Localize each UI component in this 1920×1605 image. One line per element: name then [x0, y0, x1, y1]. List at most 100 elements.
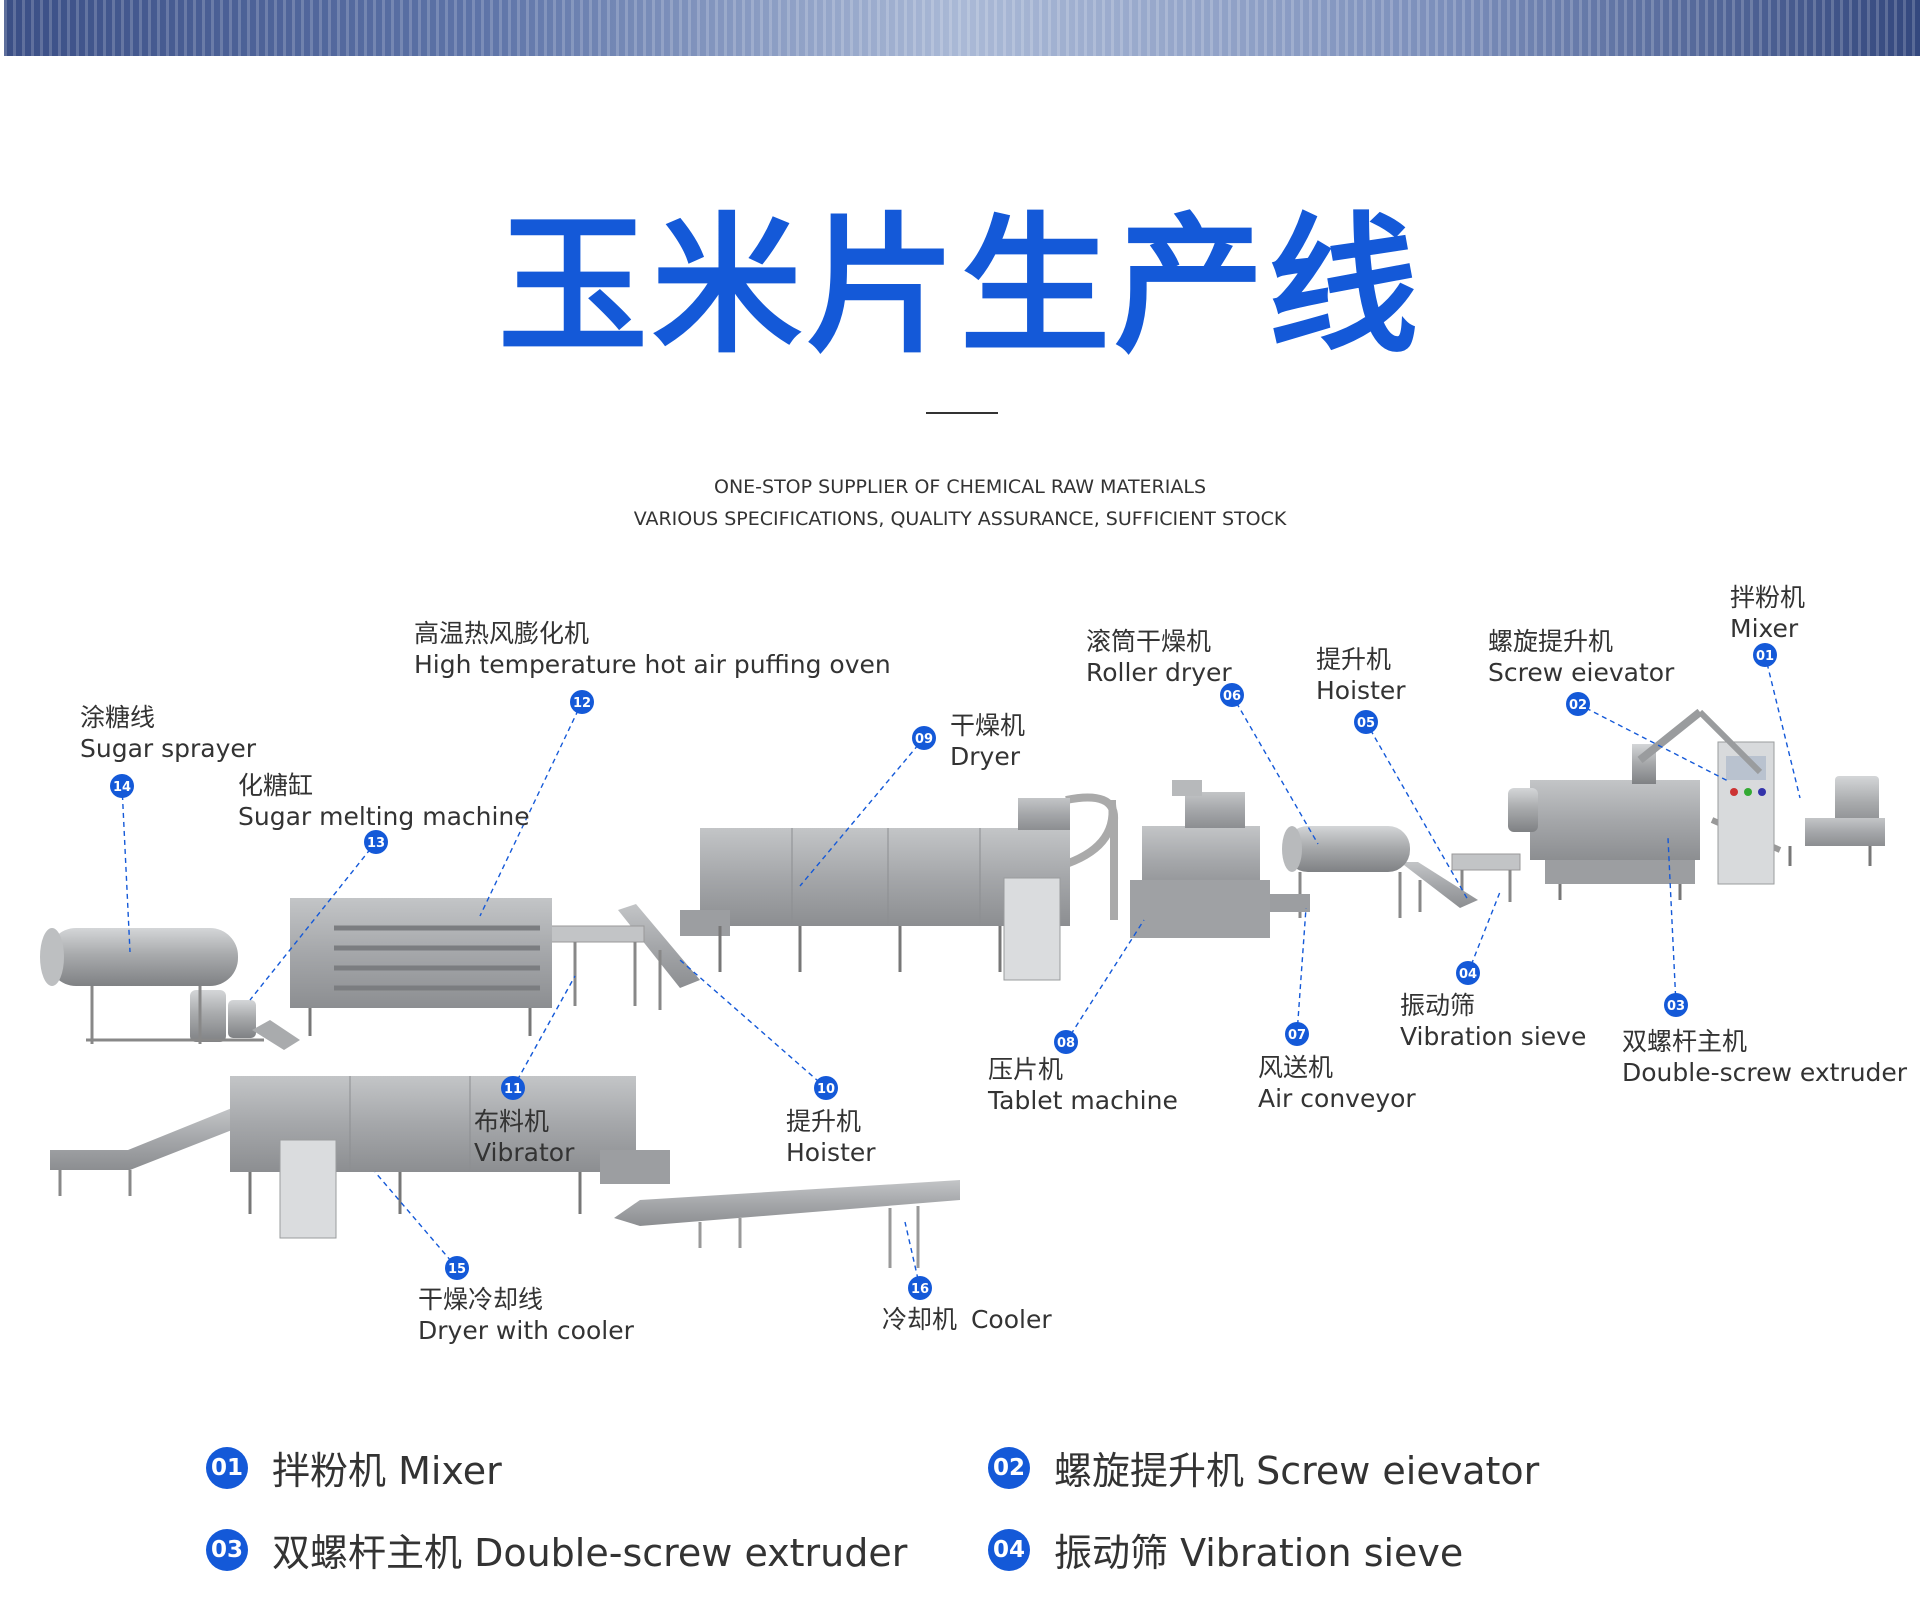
marker-circle — [1354, 710, 1378, 734]
marker-04: 04 — [1456, 961, 1480, 985]
label-dryer: 干燥机 Dryer — [950, 710, 1025, 772]
marker-03: 03 — [1664, 993, 1688, 1017]
label-screw-elevator: 螺旋提升机 Screw eievator — [1488, 626, 1674, 688]
leader-line-12 — [479, 701, 583, 917]
legend-label: 振动筛 Vibration sieve — [1054, 1531, 1464, 1575]
leader-line-01 — [1764, 654, 1801, 799]
marker-number: 07 — [1288, 1028, 1306, 1043]
legend-item-04: 04 振动筛 Vibration sieve — [988, 1522, 1463, 1577]
label-cooler-en: Cooler — [970, 1305, 1052, 1334]
marker-number: 06 — [1223, 689, 1241, 704]
marker-16: 16 — [908, 1276, 932, 1300]
tablet-machine — [1130, 780, 1270, 938]
marker-circle — [1456, 961, 1480, 985]
label-sugar-sprayer: 涂糖线 Sugar sprayer — [80, 702, 256, 764]
label-hoister-10-en: Hoister — [786, 1138, 876, 1167]
header-banner — [4, 0, 1920, 56]
sugar-sprayer-drum — [40, 928, 264, 1044]
marker-number: 08 — [1057, 1036, 1075, 1051]
marker-circle — [570, 690, 594, 714]
legend-item-01: 01 拌粉机 Mixer — [206, 1440, 502, 1495]
marker-number: 11 — [504, 1082, 522, 1097]
hoister-10 — [618, 904, 700, 1010]
vibrator-11 — [549, 925, 645, 1006]
marker-circle — [1664, 993, 1688, 1017]
subtitle-line-1: ONE-STOP SUPPLIER OF CHEMICAL RAW MATERI… — [713, 476, 1207, 498]
marker-07: 07 — [1285, 1022, 1309, 1046]
legend-number-badge: 03 — [206, 1528, 248, 1571]
leader-line-11 — [512, 975, 576, 1089]
leader-line-13 — [249, 841, 377, 1001]
leader-line-07 — [1296, 907, 1307, 1035]
marker-number: 09 — [915, 732, 933, 747]
leader-line-08 — [1065, 919, 1145, 1043]
screw-elevator — [1637, 708, 1763, 775]
label-hoister-10-zh: 提升机 — [786, 1107, 862, 1136]
marker-circle — [1753, 643, 1777, 667]
marker-circle — [1566, 692, 1590, 716]
marker-circle — [912, 726, 936, 750]
label-sugar-sprayer-zh: 涂糖线 — [80, 703, 156, 732]
legend-number-badge: 02 — [988, 1446, 1030, 1489]
hoister-05 — [1400, 862, 1478, 912]
legend-number-badge: 04 — [988, 1528, 1030, 1571]
leader-line-06 — [1231, 694, 1319, 845]
subtitle-line-2: VARIOUS SPECIFICATIONS, QUALITY ASSURANC… — [633, 508, 1287, 530]
label-hot-air-puffing-oven: 高温热风膨化机 High temperature hot air puffing… — [414, 618, 891, 680]
label-dryer-with-cooler-zh: 干燥冷却线 — [418, 1285, 544, 1314]
label-vibration-sieve-en: Vibration sieve — [1400, 1022, 1587, 1051]
label-tablet-machine: 压片机 Tablet machine — [988, 1054, 1178, 1116]
marker-14: 14 — [110, 774, 134, 798]
label-vibrator-zh: 布料机 — [474, 1107, 550, 1136]
legend-number-badge: 01 — [206, 1446, 248, 1489]
dryer — [680, 798, 1070, 981]
marker-number: 05 — [1357, 716, 1375, 731]
label-hot-air-puffing-oven-zh: 高温热风膨化机 — [414, 619, 590, 648]
label-roller-dryer-en: Roller dryer — [1086, 658, 1232, 687]
marker-circle — [1220, 683, 1244, 707]
marker-12: 12 — [570, 690, 594, 714]
label-air-conveyor: 风送机 Air conveyor — [1258, 1052, 1416, 1114]
leader-line-03 — [1667, 837, 1677, 1006]
label-cooler: 冷却机 Cooler — [882, 1304, 1052, 1335]
label-sugar-melting-machine-zh: 化糖缸 — [238, 771, 314, 800]
hot-air-puffing-oven — [290, 898, 552, 1036]
marker-number: 15 — [448, 1262, 466, 1277]
label-dryer-with-cooler-en: Dryer with cooler — [418, 1316, 634, 1345]
marker-number: 02 — [1569, 698, 1587, 713]
label-vibration-sieve-zh: 振动筛 — [1400, 991, 1476, 1020]
marker-01: 01 — [1753, 643, 1777, 667]
legend-label: 螺旋提升机 Screw eievator — [1054, 1449, 1540, 1493]
legend-item-03: 03 双螺杆主机 Double-screw extruder — [206, 1522, 907, 1577]
label-sugar-melting-machine-en: Sugar melting machine — [238, 802, 530, 831]
legend-label: 双螺杆主机 Double-screw extruder — [272, 1531, 908, 1575]
marker-09: 09 — [912, 726, 936, 750]
label-sugar-sprayer-en: Sugar sprayer — [80, 734, 257, 763]
label-double-screw-extruder-en: Double-screw extruder — [1622, 1058, 1908, 1087]
label-vibrator: 布料机 Vibrator — [474, 1106, 574, 1168]
label-hoister-05-en: Hoister — [1316, 676, 1406, 705]
cooler — [614, 1180, 960, 1268]
leader-line-02 — [1577, 703, 1731, 783]
leader-line-15 — [374, 1171, 458, 1269]
label-vibration-sieve: 振动筛 Vibration sieve — [1400, 990, 1586, 1052]
marker-number: 03 — [1667, 999, 1685, 1014]
legend-label: 拌粉机 Mixer — [272, 1449, 502, 1493]
marker-number: 10 — [817, 1082, 835, 1097]
label-tablet-machine-en: Tablet machine — [988, 1086, 1178, 1115]
marker-10: 10 — [814, 1076, 838, 1100]
dryer-with-cooler — [50, 1076, 670, 1239]
marker-08: 08 — [1054, 1030, 1078, 1054]
label-hoister-10: 提升机 Hoister — [786, 1106, 876, 1168]
vibration-sieve — [1451, 853, 1521, 902]
marker-15: 15 — [445, 1256, 469, 1280]
marker-circle — [501, 1076, 525, 1100]
page-title: 玉米片生产线 — [497, 200, 1422, 374]
marker-number: 16 — [911, 1282, 929, 1297]
title-divider — [926, 412, 998, 414]
marker-circle — [1285, 1022, 1309, 1046]
marker-number: 04 — [1459, 967, 1477, 982]
leader-line-14 — [121, 785, 131, 953]
marker-number: 13 — [367, 836, 385, 851]
marker-06: 06 — [1220, 683, 1244, 707]
